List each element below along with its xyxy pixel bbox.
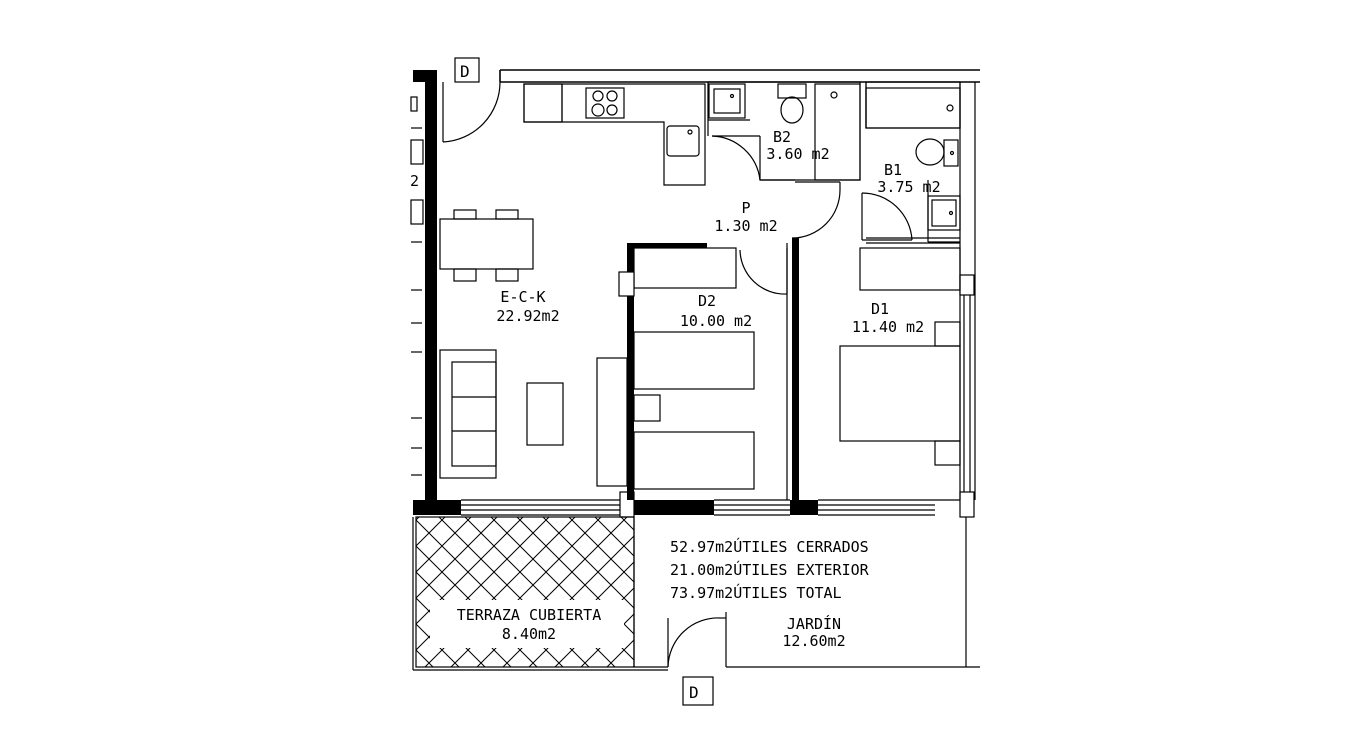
summary-line-closed: 52.97m2ÚTILES CERRADOS — [670, 537, 869, 556]
label-jardin-name: JARDÍN — [787, 614, 841, 633]
label-eck-name: E-C-K — [500, 288, 545, 306]
passage-door — [791, 181, 841, 239]
room-labels: E-C-K 22.92m2 B2 3.60 m2 B1 3.75 m2 P 1.… — [457, 128, 941, 650]
summary-line-total: 73.97m2ÚTILES TOTAL — [670, 583, 842, 602]
summary-line-exterior: 21.00m2ÚTILES EXTERIOR — [670, 560, 870, 579]
bedroom-d1 — [839, 237, 961, 466]
door-marker-top: D — [460, 62, 470, 81]
label-terraza-area: 8.40m2 — [502, 625, 556, 643]
dining-table — [439, 209, 534, 282]
label-eck-area: 22.92m2 — [496, 307, 559, 325]
kitchen — [523, 83, 706, 186]
label-p-name: P — [741, 199, 750, 217]
label-d1-name: D1 — [871, 300, 889, 318]
garden: D — [633, 517, 980, 706]
bedroom-d2 — [618, 247, 788, 490]
label-b2-name: B2 — [773, 128, 791, 146]
bathroom-b2 — [707, 81, 861, 181]
left-neighbor-fragments: 2 — [410, 96, 424, 476]
edge-fragment-label: 2 — [410, 172, 419, 190]
label-b1-area: 3.75 m2 — [877, 178, 940, 196]
entrance-door: D — [442, 57, 501, 143]
terrace — [412, 516, 668, 671]
label-terraza-name: TERRAZA CUBIERTA — [457, 606, 602, 624]
bathroom-b1 — [861, 81, 961, 243]
living-furniture — [439, 349, 628, 487]
label-b2-area: 3.60 m2 — [766, 145, 829, 163]
label-d2-name: D2 — [698, 292, 716, 310]
label-jardin-area: 12.60m2 — [782, 632, 845, 650]
area-summary: 52.97m2ÚTILES CERRADOS 21.00m2ÚTILES EXT… — [670, 537, 870, 602]
label-d1-area: 11.40 m2 — [852, 318, 924, 336]
label-d2-area: 10.00 m2 — [680, 312, 752, 330]
door-marker-bottom: D — [689, 683, 699, 702]
label-p-area: 1.30 m2 — [714, 217, 777, 235]
label-b1-name: B1 — [884, 161, 902, 179]
walls — [413, 69, 980, 518]
